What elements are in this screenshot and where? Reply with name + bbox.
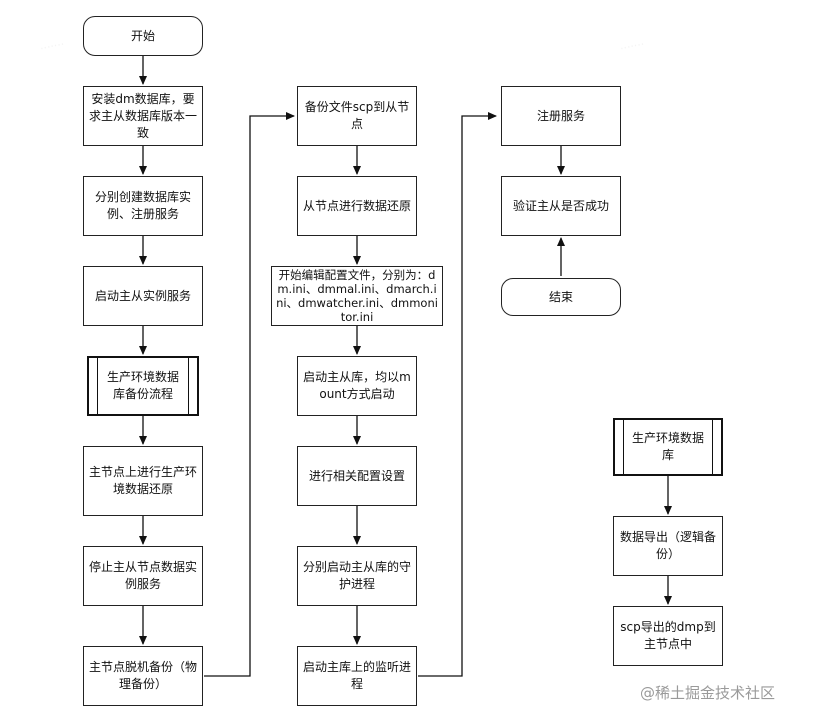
- arrow-listener-register: [418, 112, 497, 677]
- node-start-service: 启动主从实例服务: [83, 266, 203, 326]
- node-scp-backup: 备份文件scp到从节点: [297, 86, 417, 146]
- node-restore-main: 主节点上进行生产环境数据还原: [83, 446, 203, 516]
- node-prod-db-subprocess: 生产环境数据库: [613, 418, 723, 476]
- node-end: 结束: [501, 278, 621, 316]
- node-prod-backup-label: 生产环境数据库备份流程: [106, 370, 179, 401]
- node-scp-dmp: scp导出的dmp到主节点中: [613, 606, 723, 666]
- node-slave-restore: 从节点进行数据还原: [297, 176, 417, 236]
- node-data-export: 数据导出（逻辑备份）: [613, 516, 723, 576]
- node-edit-config: 开始编辑配置文件，分别为：dm.ini、dmmal.ini、dmarch.ini…: [271, 266, 443, 326]
- node-verify: 验证主从是否成功: [501, 176, 621, 236]
- node-prod-db-label: 生产环境数据库: [631, 431, 704, 462]
- node-config-set: 进行相关配置设置: [297, 446, 417, 506]
- arrow-offline-scp: [204, 112, 295, 677]
- node-start-listener: 启动主库上的监听进程: [297, 646, 417, 706]
- node-start-watcher: 分别启动主从库的守护进程: [297, 546, 417, 606]
- node-prod-backup-subprocess: 生产环境数据库备份流程: [87, 356, 199, 416]
- footer-watermark: @稀土掘金技术社区: [640, 684, 776, 702]
- node-mount-start: 启动主从库，均以mount方式启动: [297, 356, 417, 416]
- node-register-service: 注册服务: [501, 86, 621, 146]
- node-install: 安装dm数据库，要求主从数据库版本一致: [83, 86, 203, 146]
- node-create-instance: 分别创建数据库实例、注册服务: [83, 176, 203, 236]
- node-start: 开始: [83, 16, 203, 56]
- node-offline-backup: 主节点脱机备份（物理备份）: [83, 646, 203, 706]
- node-stop-service: 停止主从节点数据实例服务: [83, 546, 203, 606]
